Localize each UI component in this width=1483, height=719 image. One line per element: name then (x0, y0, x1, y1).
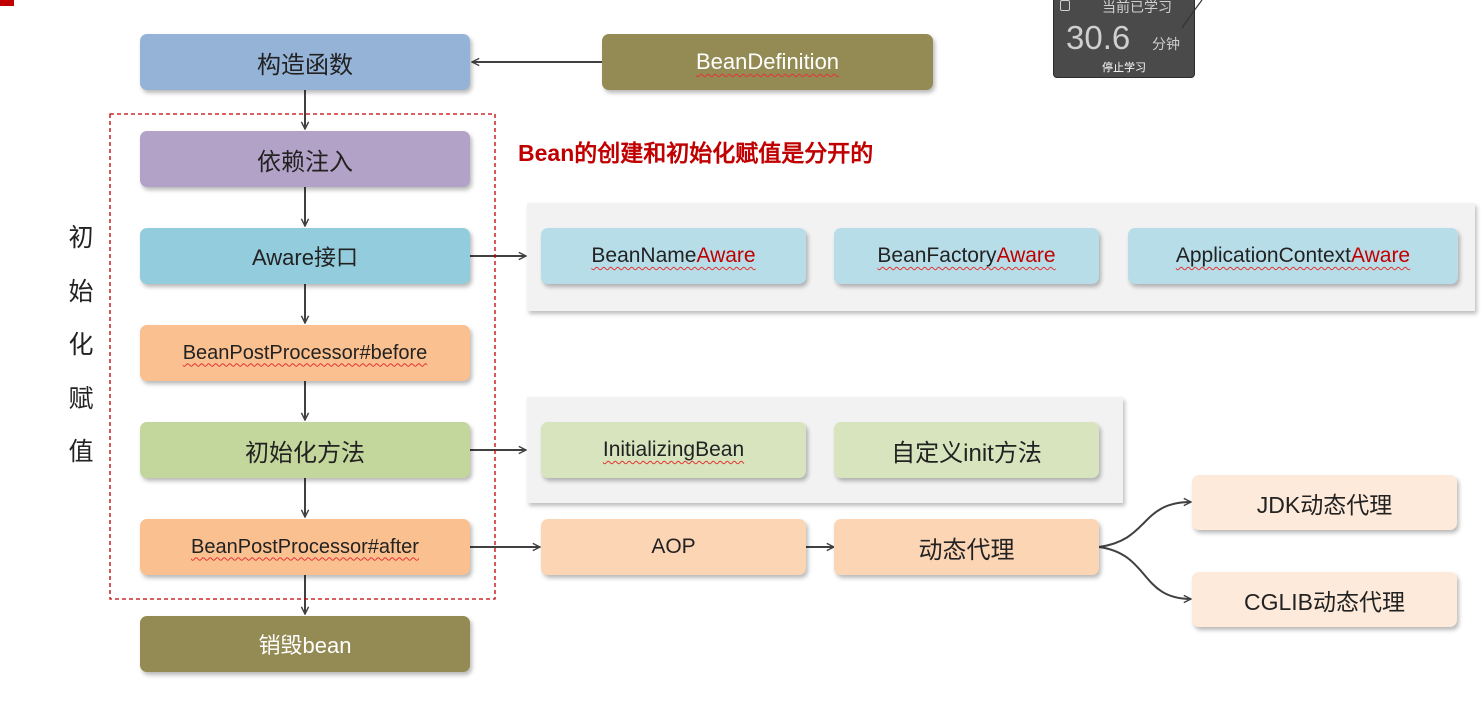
init-method-box: 初始化方法 (140, 422, 470, 478)
side-label: 初 始 化 赋 值 (58, 212, 104, 480)
aware-prefix: BeanFactory (877, 244, 997, 267)
bean-definition-box: BeanDefinition (602, 34, 933, 90)
aware-prefix: ApplicationContext (1175, 244, 1351, 267)
destroy-bean-box: 销毁bean (140, 616, 470, 672)
aware-box: Aware接口 (140, 228, 470, 284)
corner-marker (0, 0, 14, 6)
arrow-proxy-to-cglib (1098, 546, 1191, 599)
dependency-injection-label: 依赖注入 (257, 148, 353, 176)
application-context-aware-box: ApplicationContextAware (1128, 228, 1458, 284)
arrow-proxy-to-jdk (1098, 502, 1191, 548)
post-processor-before-box: BeanPostProcessor#before (140, 325, 470, 381)
cglib-proxy-box: CGLIB动态代理 (1192, 572, 1457, 627)
aware-suffix: Aware (996, 244, 1056, 267)
aop-box: AOP (541, 519, 806, 575)
post-processor-before-label: BeanPostProcessor#before (182, 341, 428, 364)
timer-status: 当前已学习 (1102, 0, 1172, 15)
side-label-char: 初 (68, 224, 94, 252)
destroy-bean-label: 销毁bean (258, 633, 352, 658)
side-label-char: 赋 (68, 384, 94, 413)
timer-value: 30.6 (1066, 19, 1131, 56)
aware-suffix: Aware (696, 244, 756, 267)
side-label-char: 化 (68, 331, 94, 359)
aware-suffix: Aware (1350, 244, 1411, 267)
dynamic-proxy-label: 动态代理 (918, 536, 1015, 564)
aware-prefix: BeanName (591, 244, 697, 267)
side-label-char: 始 (68, 277, 94, 306)
aop-label: AOP (651, 535, 696, 558)
initializing-bean-label: InitializingBean (602, 438, 745, 461)
cglib-proxy-label: CGLIB动态代理 (1243, 588, 1406, 615)
custom-init-box: 自定义init方法 (834, 422, 1099, 478)
custom-init-label: 自定义init方法 (891, 439, 1042, 467)
bean-name-aware-label: BeanNameAware (591, 244, 755, 268)
post-processor-after-box: BeanPostProcessor#after (140, 519, 470, 575)
timer-decoration-lines (1181, 0, 1203, 29)
init-method-label: 初始化方法 (245, 439, 365, 467)
dynamic-proxy-box: 动态代理 (834, 519, 1099, 575)
application-context-aware-label: ApplicationContextAware (1176, 244, 1410, 268)
jdk-proxy-label: JDK动态代理 (1256, 491, 1393, 518)
constructor-box: 构造函数 (140, 34, 470, 90)
timer-small-icon (1060, 0, 1070, 11)
timer-unit: 分钟 (1152, 36, 1180, 52)
stop-study-button[interactable]: 停止学习 (1102, 62, 1146, 74)
aware-label: Aware接口 (252, 245, 358, 270)
jdk-proxy-box: JDK动态代理 (1192, 475, 1457, 530)
creation-vs-init-note: Bean的创建和初始化赋值是分开的 (518, 140, 874, 166)
side-label-char: 值 (68, 438, 94, 466)
constructor-label: 构造函数 (257, 51, 353, 79)
initializing-bean-box: InitializingBean (541, 422, 806, 478)
study-timer-widget: 当前已学习 30.6 分钟 停止学习 (1053, 0, 1195, 78)
init-scope-dashed-frame (109, 113, 496, 600)
bean-factory-aware-box: BeanFactoryAware (834, 228, 1099, 284)
bean-factory-aware-label: BeanFactoryAware (877, 244, 1055, 268)
post-processor-after-label: BeanPostProcessor#after (191, 535, 419, 558)
dependency-injection-box: 依赖注入 (140, 131, 470, 187)
bean-definition-label: BeanDefinition (695, 49, 840, 74)
bean-name-aware-box: BeanNameAware (541, 228, 806, 284)
